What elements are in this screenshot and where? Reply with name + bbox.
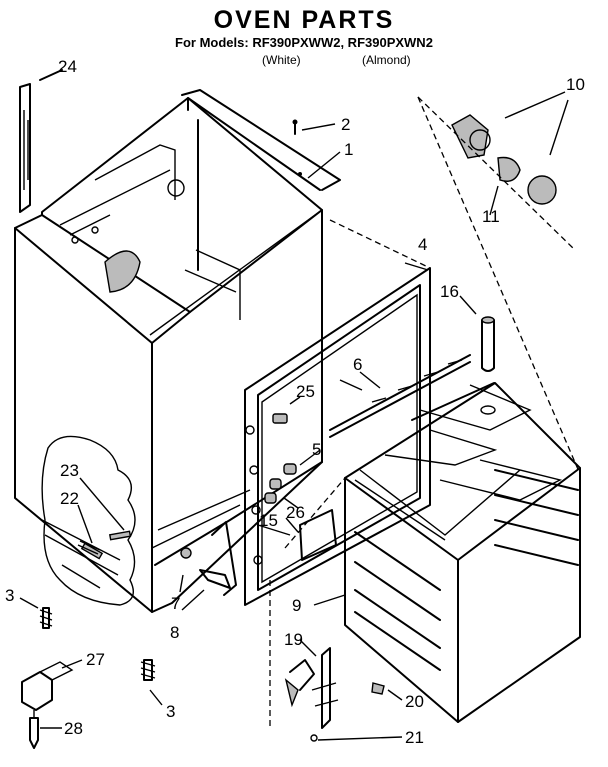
callout-4: 4	[418, 235, 428, 254]
callout-leaders-22-23	[77, 379, 363, 544]
callout-3-left: 3	[5, 586, 15, 605]
part-2-screw	[292, 119, 341, 179]
callout-8: 8	[170, 623, 180, 642]
callout-7: 7	[171, 594, 181, 613]
part-15-bracket	[285, 509, 337, 561]
callout-20: 20	[405, 692, 424, 711]
callout-3-bottom: 3	[166, 702, 176, 721]
variant-almond: (Almond)	[362, 53, 411, 67]
callout-15: 15	[259, 511, 278, 530]
part-1-cabinet	[14, 89, 341, 613]
callout-9: 9	[292, 596, 302, 615]
callout-26: 26	[286, 503, 305, 522]
callout-11: 11	[482, 207, 500, 226]
part-4-front-frame	[244, 219, 431, 606]
part-19-20-21-hinge	[269, 580, 403, 742]
part-6-rack-supports	[329, 354, 471, 438]
callout-2: 2	[341, 115, 351, 134]
callout-16: 16	[440, 282, 459, 301]
part-25-5-26-fasteners	[264, 396, 321, 509]
variant-white: (White)	[262, 53, 301, 67]
callout-24: 24	[58, 57, 77, 76]
part-16-post	[459, 295, 496, 415]
callout-19: 19	[284, 630, 303, 649]
diagram-title: OVEN PARTS	[213, 6, 395, 34]
part-24-bracket	[19, 69, 63, 213]
callout-21: 21	[405, 728, 424, 747]
models-line: For Models: RF390PXWW2, RF390PXWN2	[175, 35, 433, 50]
part-3-27-28-leveling	[19, 597, 163, 749]
callout-27: 27	[86, 650, 105, 669]
callout-25: 25	[296, 382, 315, 401]
callout-10: 10	[566, 75, 585, 94]
part-10-11-light	[417, 91, 581, 475]
callout-22: 22	[60, 489, 79, 508]
callout-23: 23	[60, 461, 79, 480]
callout-6: 6	[353, 355, 363, 374]
part-7-8-hinge	[179, 521, 237, 611]
callout-28: 28	[64, 719, 83, 738]
callout-1: 1	[344, 140, 354, 159]
callout-5: 5	[312, 440, 322, 459]
part-9-oven-cavity	[284, 382, 581, 723]
